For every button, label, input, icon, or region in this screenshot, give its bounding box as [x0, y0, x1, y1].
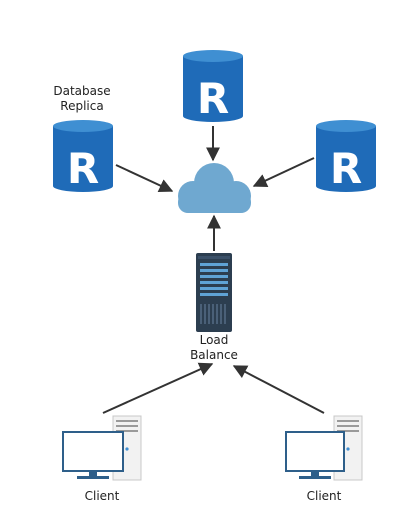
client-label-left: Client	[84, 489, 120, 503]
load-balancer-server-icon	[196, 253, 232, 332]
arrow-left-client-to-load-balancer	[102, 362, 214, 414]
client-label-right: Client	[306, 489, 342, 503]
database-replica-top: R	[183, 50, 243, 123]
replica-letter-top: R	[197, 74, 229, 123]
arrow-right-client-to-load-balancer	[232, 365, 325, 414]
client-computer-left	[62, 415, 142, 481]
client-computer-right	[285, 415, 363, 481]
arrow-left-replica-to-cloud	[115, 164, 174, 193]
cloud-icon	[178, 163, 251, 213]
database-replica-label: Database Replica	[53, 84, 111, 113]
load-balancer-label: Load Balance	[190, 333, 238, 362]
replica-letter-right: R	[330, 144, 362, 193]
replica-letter-left: R	[67, 144, 99, 193]
database-replica-left: R	[53, 120, 113, 193]
arrow-right-replica-to-cloud	[252, 157, 315, 188]
database-replica-right: R	[316, 120, 376, 193]
